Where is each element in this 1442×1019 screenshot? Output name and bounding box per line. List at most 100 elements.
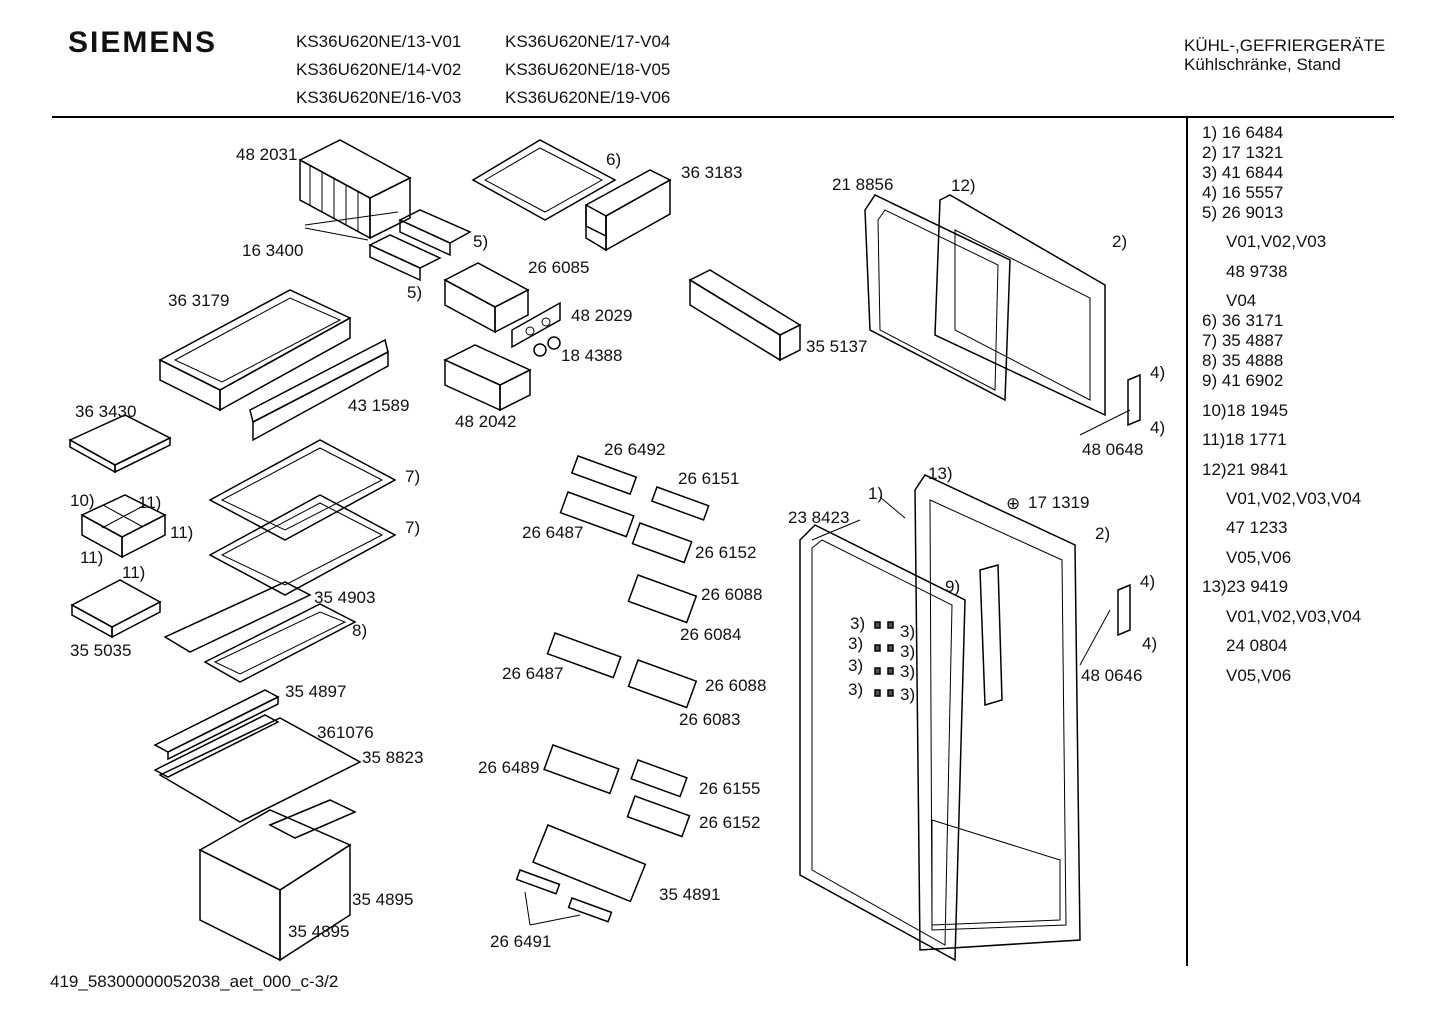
egg-tray-part [570, 455, 638, 496]
freezer-door-gasket-part [864, 194, 1011, 402]
part-label: 1) [868, 484, 884, 503]
part-label: 7) [405, 467, 421, 486]
glass-shelf-part [208, 439, 397, 541]
part-label: 26 6088 [701, 585, 763, 604]
category-title: KÜHL-,GEFRIERGERÄTE [1184, 36, 1386, 55]
legend-entry: 11)18 1771 [1202, 430, 1287, 449]
part-label: 48 2042 [455, 412, 517, 431]
model-number: KS36U620NE/17-V04 [505, 32, 671, 51]
egg-tray-part [650, 486, 710, 521]
door-shelf-part [688, 269, 802, 336]
small-tray-part [70, 579, 162, 628]
part-label: 48 0648 [1082, 440, 1144, 459]
hinge-part [1127, 373, 1141, 427]
part-label: 36 3179 [168, 291, 230, 310]
part-label: 7) [405, 518, 421, 537]
part-label: 16 3400 [242, 241, 304, 260]
door-bin-part [546, 632, 622, 679]
part-label: 2) [1112, 232, 1128, 251]
part-label: 36 3183 [681, 163, 743, 182]
glass-shelf-part [203, 603, 357, 683]
part-label: 26 6155 [699, 779, 761, 798]
vent-grille-part [153, 714, 280, 778]
legend-entry: 13)23 9419 [1202, 577, 1289, 596]
door-bin-part [543, 744, 620, 795]
door-bin-part [627, 659, 698, 709]
legend-entry: 5) 26 9013 [1202, 203, 1284, 222]
part-label: 9) [945, 577, 961, 596]
part-label: 3) [848, 634, 864, 653]
hinge-part [1117, 583, 1131, 637]
ice-grate-part [298, 139, 412, 240]
legend-entry: 2) 17 1321 [1202, 143, 1284, 162]
part-label: 8) [352, 621, 368, 640]
part-label: 5) [473, 232, 489, 251]
part-label: 26 6492 [604, 440, 666, 459]
grille-part [515, 869, 561, 895]
legend-entry: 48 9738 [1226, 262, 1288, 281]
freezer-door-part [934, 194, 1106, 417]
door-bin-part [626, 795, 691, 838]
legend-variant: V01,V02,V03,V04 [1226, 489, 1362, 508]
part-label: 2) [1095, 524, 1111, 543]
glass-shelf-part [208, 494, 397, 596]
part-label: 10) [70, 491, 95, 510]
part-label: 36 3430 [75, 402, 137, 421]
ice-tray-part [304, 209, 472, 282]
door-bin-part [631, 522, 693, 564]
crisper-bin-part [268, 799, 357, 839]
part-label: 21 8856 [832, 175, 894, 194]
bracket-part [511, 301, 561, 349]
part-label: 3) [900, 642, 916, 661]
legend-entry: 3) 41 6844 [1202, 163, 1284, 182]
part-label: 11) [122, 563, 146, 582]
part-label: 5) [407, 283, 423, 302]
part-label: 26 6487 [522, 523, 584, 542]
tray-part [68, 414, 172, 466]
part-label: 13) [928, 464, 953, 483]
brand-logo: SIEMENS [68, 26, 218, 59]
part-label: 48 2029 [571, 306, 633, 325]
legend-entry: 8) 35 4888 [1202, 351, 1284, 370]
part-label: 4) [1142, 634, 1158, 653]
bottle-shelf-part [532, 824, 647, 903]
legend-entry: 6) 36 3171 [1202, 311, 1284, 330]
part-label: 43 1589 [348, 396, 410, 415]
clip-part [874, 621, 894, 697]
legend-variant: V01,V02,V03,V04 [1226, 607, 1362, 626]
legend-divider [1186, 118, 1188, 966]
legend-entry: 24 0804 [1226, 636, 1288, 655]
part-label: 3) [900, 622, 916, 641]
part-label: 3) [850, 614, 866, 633]
part-label: 17 1319⊕ [1006, 493, 1090, 513]
legend-variant: V04 [1226, 291, 1257, 310]
legend-entry: 1) 16 6484 [1202, 123, 1284, 142]
header-divider [52, 116, 1394, 118]
part-label: 11) [170, 523, 194, 542]
crisper-bin-part [198, 809, 352, 891]
part-label: 11) [138, 493, 162, 512]
shelf-frame-part [163, 581, 312, 653]
glass-plate-part [158, 717, 362, 823]
legend-variant: V01,V02,V03 [1226, 232, 1327, 251]
model-number: KS36U620NE/14-V02 [296, 60, 462, 79]
part-label: 35 8823 [362, 748, 424, 767]
legend-variant: V05,V06 [1226, 548, 1292, 567]
model-number: KS36U620NE/13-V01 [296, 32, 462, 51]
part-label: 26 6085 [528, 258, 590, 277]
vent-grille-part [153, 689, 280, 753]
small-box-part [443, 262, 530, 308]
part-label: 26 6491 [490, 932, 552, 951]
door-gasket-part [799, 524, 966, 962]
door-bin-part [559, 491, 635, 538]
part-label: 48 0646 [1081, 666, 1143, 685]
part-label: 3) [848, 680, 864, 699]
door-rack-part [979, 564, 1003, 706]
part-label: 35 4897 [285, 682, 347, 701]
legend-entry: 7) 35 4887 [1202, 331, 1284, 350]
part-label: 35 4891 [659, 885, 721, 904]
part-label: 48 2031 [236, 145, 298, 164]
part-label: 35 4895 [288, 922, 350, 941]
legend-entry: 12)21 9841 [1202, 460, 1289, 479]
screw-icon: ⊕ [1006, 494, 1021, 513]
